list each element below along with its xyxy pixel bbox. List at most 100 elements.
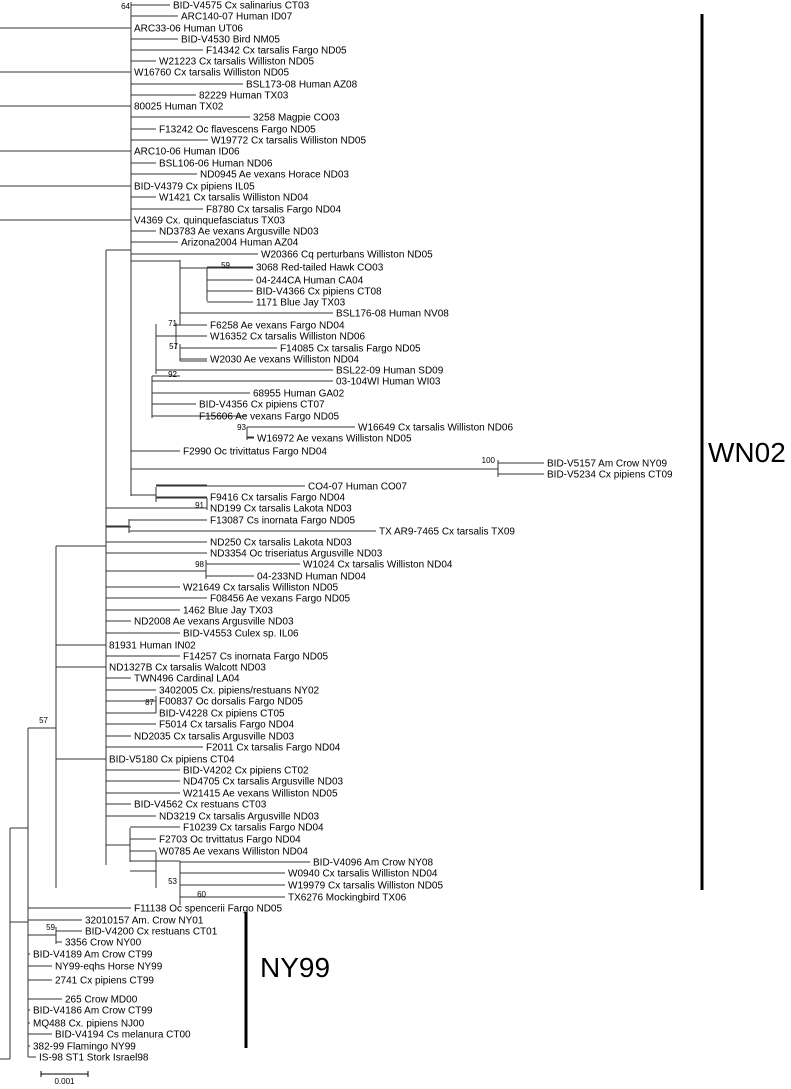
tip-label: TWN496 Cardinal LA04 xyxy=(134,674,240,685)
tip-label: ND2008 Ae vexans Argusville ND03 xyxy=(134,617,294,628)
tip-label: BSL176-08 Human NV08 xyxy=(336,309,449,320)
tip-label: ND4705 Cx tarsalis Argusville ND03 xyxy=(183,777,344,788)
tip-label: MQ488 Cx. pipiens NJ00 xyxy=(33,1019,145,1030)
tip-label: W0785 Ae vexans Williston ND04 xyxy=(159,847,308,858)
tip-label: F6258 Ae vexans Fargo ND04 xyxy=(210,321,345,332)
tip-label: F15606 Ae vexans Fargo ND05 xyxy=(199,412,340,423)
tip-label: BID-V4553 Culex sp. IL06 xyxy=(183,629,299,640)
tip-label: W21223 Cx tarsalis Williston ND05 xyxy=(159,57,314,68)
tip-label: W16760 Cx tarsalis Williston ND05 xyxy=(134,68,289,79)
tip-label: F8780 Cx tarsalis Fargo ND04 xyxy=(206,205,341,216)
tip-label: W19979 Cx tarsalis Williston ND05 xyxy=(288,881,443,892)
tip-label: F2990 Oc trivittatus Fargo ND04 xyxy=(183,447,327,458)
tip-label: W2030 Ae vexans Williston ND04 xyxy=(210,355,359,366)
tip-label: BID-V4356 Cx pipiens CT07 xyxy=(199,400,325,411)
tip-label: F13242 Oc flavescens Fargo ND05 xyxy=(159,125,316,136)
tip-label: IS-98 ST1 Stork Israel98 xyxy=(39,1053,149,1064)
tip-label: W19772 Cx tarsalis Williston ND05 xyxy=(211,136,366,147)
tip-label: BSL22-09 Human SD09 xyxy=(336,366,444,377)
tip-label: 265 Crow MD00 xyxy=(65,995,138,1006)
tip-label: ND199 Cx tarsalis Lakota ND03 xyxy=(210,504,352,515)
tip-label: 32010157 Am. Crow NY01 xyxy=(85,916,204,927)
tip-label: F08456 Ae vexans Fargo ND05 xyxy=(210,594,351,605)
tip-label: 3356 Crow NY00 xyxy=(65,938,142,949)
scale-label: 0.001 xyxy=(54,1077,75,1086)
tip-label: 2741 Cx pipiens CT99 xyxy=(55,976,154,987)
tip-label: W16352 Cx tarsalis Williston ND06 xyxy=(210,332,365,343)
tip-label: BID-V4575 Cx salinarius CT03 xyxy=(173,1,310,12)
tip-label: BSL173-08 Human AZ08 xyxy=(246,80,358,91)
bootstrap-value: 92 xyxy=(168,370,177,379)
tip-label: ND1327B Cx tarsalis Walcott ND03 xyxy=(109,663,266,674)
bootstrap-value: 93 xyxy=(237,423,246,432)
tip-label: F2703 Oc trvittatus Fargo ND04 xyxy=(159,835,301,846)
bootstrap-value: 100 xyxy=(482,456,496,465)
tip-label: 68955 Human GA02 xyxy=(253,389,345,400)
tip-label: ARC33-06 Human UT06 xyxy=(134,24,243,35)
tip-label: W0940 Cx tarsalis Williston ND04 xyxy=(288,869,438,880)
tip-label: W20366 Cq perturbans Williston ND05 xyxy=(261,250,433,261)
tip-label: ND0945 Ae vexans Horace ND03 xyxy=(200,170,349,181)
tip-label: W16649 Cx tarsalis Williston ND06 xyxy=(358,423,513,434)
bootstrap-value: 87 xyxy=(145,698,154,707)
tip-label: ND2035 Cx tarsalis Argusville ND03 xyxy=(134,732,295,743)
tip-label: ARC140-07 Human ID07 xyxy=(181,12,293,23)
tip-label: 04-233ND Human ND04 xyxy=(257,572,366,583)
bootstrap-value: 57 xyxy=(169,342,178,351)
tip-label: W21415 Ae vexans Williston ND05 xyxy=(183,789,338,800)
tip-label: 1171 Blue Jay TX03 xyxy=(256,298,346,309)
tip-label: ARC10-06 Human ID06 xyxy=(134,147,240,158)
tip-label: BID-V4562 Cx restuans CT03 xyxy=(134,800,267,811)
clade-label-wn02: WN02 xyxy=(708,437,786,468)
bootstrap-value: 98 xyxy=(195,560,204,569)
tip-label: BID-V5157 Am Crow NY09 xyxy=(547,459,667,470)
tip-label: BID-V5234 Cx pipiens CT09 xyxy=(547,470,673,481)
tip-label: BID-V4200 Cx restuans CT01 xyxy=(85,927,218,938)
tip-label: 80025 Human TX02 xyxy=(134,102,224,113)
tip-label: BID-V4530 Bird NM05 xyxy=(181,35,280,46)
tip-label: F11138 Oc spencerii Fargo ND05 xyxy=(134,904,282,915)
tip-label: ND3219 Cx tarsalis Argusville ND03 xyxy=(159,812,320,823)
tip-label: BID-V4202 Cx pipiens CT02 xyxy=(183,766,309,777)
tip-label: F14342 Cx tarsalis Fargo ND05 xyxy=(206,46,347,57)
tip-label: W21649 Cx tarsalis Williston ND05 xyxy=(183,583,338,594)
tip-label: F5014 Cx tarsalis Fargo ND04 xyxy=(159,720,294,731)
tip-label: ND3354 Oc triseriatus Argusville ND03 xyxy=(210,549,383,560)
tip-label: BID-V4096 Am Crow NY08 xyxy=(313,858,433,869)
tip-label: W16972 Ae vexans Williston ND05 xyxy=(257,434,412,445)
tip-label: 82229 Human TX03 xyxy=(199,91,289,102)
tip-label: BID-V4189 Am Crow CT99 xyxy=(33,950,153,961)
bootstrap-value: 59 xyxy=(46,923,55,932)
tip-label: ND250 Cx tarsalis Lakota ND03 xyxy=(210,538,352,549)
bootstrap-value: 60 xyxy=(197,890,206,899)
tip-label: F10239 Cx tarsalis Fargo ND04 xyxy=(183,823,324,834)
tip-label: V4369 Cx. quinquefasciatus TX03 xyxy=(134,216,285,227)
bootstrap-value: 64 xyxy=(121,2,130,11)
tip-label: W1024 Cx tarsalis Williston ND04 xyxy=(303,560,453,571)
tip-label: BID-V4186 Am Crow CT99 xyxy=(33,1006,153,1017)
tip-label: 04-244CA Human CA04 xyxy=(256,276,364,287)
bootstrap-value: 71 xyxy=(168,319,177,328)
tip-label: 382-99 Flamingo NY99 xyxy=(33,1042,136,1053)
tip-label: BID-V5180 Cx pipiens CT04 xyxy=(109,755,235,766)
bootstrap-value: 91 xyxy=(195,501,204,510)
tip-label: TX AR9-7465 Cx tarsalis TX09 xyxy=(379,527,515,538)
tip-label: Arizona2004 Human AZ04 xyxy=(181,238,299,249)
bootstrap-value: 53 xyxy=(168,877,177,886)
tip-label: F9416 Cx tarsalis Fargo ND04 xyxy=(210,493,345,504)
tip-label: 81931 Human IN02 xyxy=(109,641,196,652)
tip-label: BID-V4379 Cx pipiens IL05 xyxy=(134,182,255,193)
tip-label: TX6276 Mockingbird TX06 xyxy=(288,893,407,904)
tip-label: BID-V4228 Cx pipiens CT05 xyxy=(159,709,285,720)
tip-label: W1421 Cx tarsalis Williston ND04 xyxy=(159,193,309,204)
tip-label: F13087 Cs inornata Fargo ND05 xyxy=(210,516,356,527)
tip-label: NY99-eqhs Horse NY99 xyxy=(55,962,163,973)
tip-label: F2011 Cx tarsalis Fargo ND04 xyxy=(206,743,341,754)
tip-label: BID-V4194 Cs melanura CT00 xyxy=(55,1030,191,1041)
clade-label-ny99: NY99 xyxy=(260,952,330,983)
tip-label: CO4-07 Human CO07 xyxy=(308,482,407,493)
tip-label: F14257 Cs inornata Fargo ND05 xyxy=(183,652,329,663)
tip-label: F14085 Cx tarsalis Fargo ND05 xyxy=(280,344,421,355)
bootstrap-value: 57 xyxy=(39,716,48,725)
